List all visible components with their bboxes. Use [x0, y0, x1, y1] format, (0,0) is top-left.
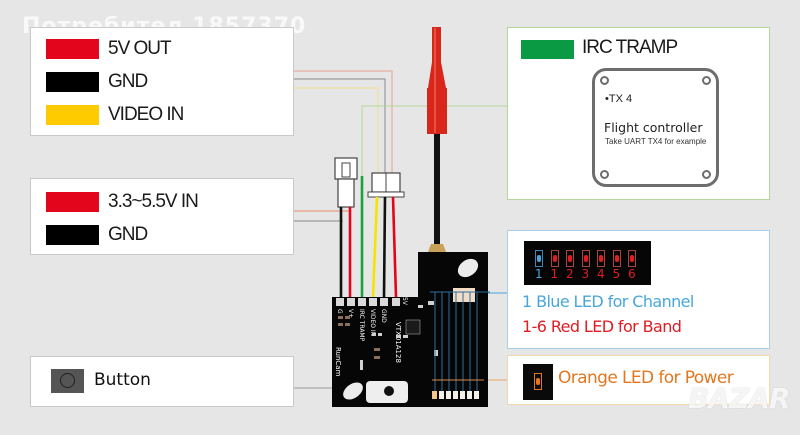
button-label: Button — [94, 370, 151, 390]
led-red-2 — [566, 250, 574, 267]
button-icon — [51, 369, 84, 393]
orange-led-icon — [523, 364, 553, 400]
antenna-cable — [434, 134, 440, 244]
legend-row-gnd: GND — [46, 71, 148, 93]
led-number: 4 — [597, 267, 605, 281]
thick-wires — [339, 176, 398, 298]
lead-5v-out — [294, 70, 393, 175]
red-led-description: 1-6 Red LED for Band — [522, 317, 682, 336]
led-number: 2 — [566, 267, 574, 281]
led-red-5 — [612, 250, 621, 267]
led-red-1 — [550, 250, 559, 267]
pcb-pin-irc-tramp: IRC TRAMP — [358, 309, 365, 342]
pcb-brand: RunCam — [334, 347, 342, 377]
antenna — [424, 27, 450, 288]
flight-controller: •TX 4 Flight controller Take UART TX4 fo… — [592, 68, 719, 187]
legend-label: GND — [108, 224, 148, 245]
legend-label: 3.3~5.5V IN — [108, 191, 199, 212]
mount-hole-icon — [702, 170, 711, 179]
pcb-pin-g: G — [336, 309, 343, 314]
wire-gnd-video — [382, 196, 387, 298]
wire-video-in — [371, 196, 379, 298]
led-blue-0 — [535, 250, 543, 267]
antenna-tip — [432, 27, 441, 62]
fc-title: Flight controller — [604, 120, 703, 135]
legend-power-box: 3.3~5.5V IN GND — [30, 178, 294, 255]
pcb-mount-hole-bottom — [343, 382, 363, 400]
legend-row-power-in: 3.3~5.5V IN — [46, 191, 199, 213]
pcb-mount-hole-top — [457, 258, 479, 278]
antenna-taper — [428, 62, 446, 88]
led-red-3 — [581, 250, 590, 267]
led-number: 5 — [612, 267, 621, 281]
led-number: 3 — [581, 267, 590, 281]
blue-led-description: 1 Blue LED for Channel — [522, 292, 694, 311]
led-number: 1 — [535, 267, 543, 281]
swatch-black — [46, 225, 99, 245]
legend-label: 5V OUT — [108, 38, 172, 59]
lead-video-in — [294, 87, 379, 175]
led-red-6 — [628, 250, 636, 267]
fc-pin-label: •TX 4 — [605, 93, 633, 105]
lead-irc-tramp — [361, 105, 507, 176]
led-number: 1 — [550, 267, 559, 281]
pcb-pin-vplus: V+ — [347, 309, 354, 318]
button-legend-box: Button — [30, 356, 294, 407]
pcb-pin-gnd: GND — [380, 309, 387, 323]
pcb-pin-5v: 5V — [401, 297, 408, 306]
legend-label: GND — [108, 71, 148, 92]
legend-video-box: 5V OUT GND VIDEO IN — [30, 27, 294, 136]
led-number: 6 — [628, 267, 636, 281]
irc-tramp-label: IRC TRAMP — [582, 37, 678, 58]
led-red-4 — [597, 250, 605, 267]
mount-hole-icon — [702, 76, 711, 85]
pcb-model: VTX01A128 — [394, 322, 402, 363]
swatch-red — [46, 39, 99, 59]
swatch-black — [46, 72, 99, 92]
pcb-button-knob — [384, 386, 394, 396]
legend-row-gnd: GND — [46, 224, 148, 246]
orange-led-description: Orange LED for Power — [558, 368, 734, 388]
legend-row-video-in: VIDEO IN — [46, 104, 184, 126]
swatch-red — [46, 192, 99, 212]
connector-video — [367, 172, 405, 198]
vtx-pcb: G V+ IRC TRAMP VIDEO IN GND 5V VTX01A128… — [332, 252, 490, 407]
fc-subtitle: Take UART TX4 for example — [605, 137, 707, 146]
swatch-green — [521, 40, 574, 59]
mount-hole-icon — [600, 76, 609, 85]
pcb-led-row — [432, 391, 479, 399]
lead-gnd-out — [294, 78, 386, 175]
mount-hole-icon — [600, 170, 609, 179]
swatch-yellow — [46, 105, 99, 125]
watermark-site: BAZAR — [688, 382, 791, 415]
legend-row-5v-out: 5V OUT — [46, 38, 172, 60]
connector-power — [334, 157, 358, 208]
antenna-sleeve — [427, 88, 447, 134]
wire-5v — [391, 196, 398, 298]
irc-tramp-box: IRC TRAMP •TX 4 Flight controller Take U… — [507, 27, 770, 200]
legend-label: VIDEO IN — [108, 104, 184, 125]
pcb-pin-video-in: VIDEO IN — [369, 309, 376, 336]
orange-led-box: Orange LED for Power — [507, 355, 770, 405]
